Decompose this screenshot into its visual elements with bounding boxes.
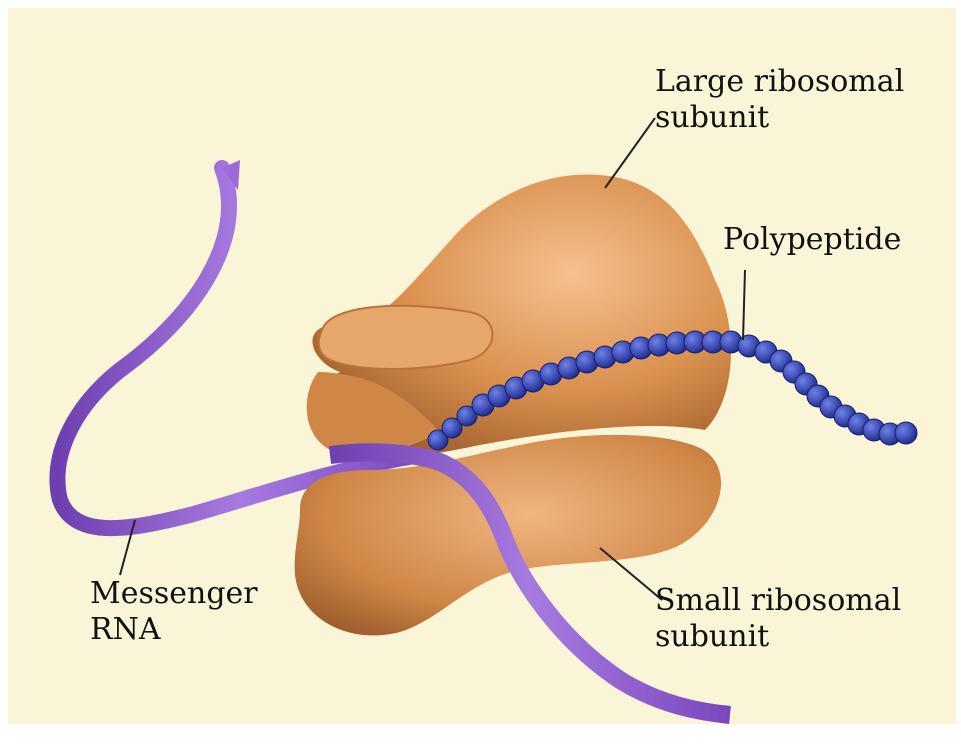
large-subunit-label: Large ribosomal subunit <box>655 64 904 136</box>
small-subunit-label-line-2: subunit <box>655 619 901 655</box>
large-subunit-stalk <box>319 306 493 369</box>
large-subunit-leader <box>605 118 655 188</box>
large-subunit-label-line-2: subunit <box>655 100 904 136</box>
messenger-rna-label-line-2: RNA <box>90 612 258 648</box>
messenger-rna-label-line-1: Messenger <box>90 576 258 612</box>
small-subunit-label: Small ribosomal subunit <box>655 583 901 655</box>
polypeptide-bead <box>895 422 917 444</box>
messenger-rna-label: Messenger RNA <box>90 576 258 648</box>
polypeptide-label-line-1: Polypeptide <box>723 222 901 258</box>
polypeptide-leader <box>743 270 745 340</box>
polypeptide-label: Polypeptide <box>723 222 901 258</box>
large-subunit-label-line-1: Large ribosomal <box>655 64 904 100</box>
small-subunit-label-line-1: Small ribosomal <box>655 583 901 619</box>
